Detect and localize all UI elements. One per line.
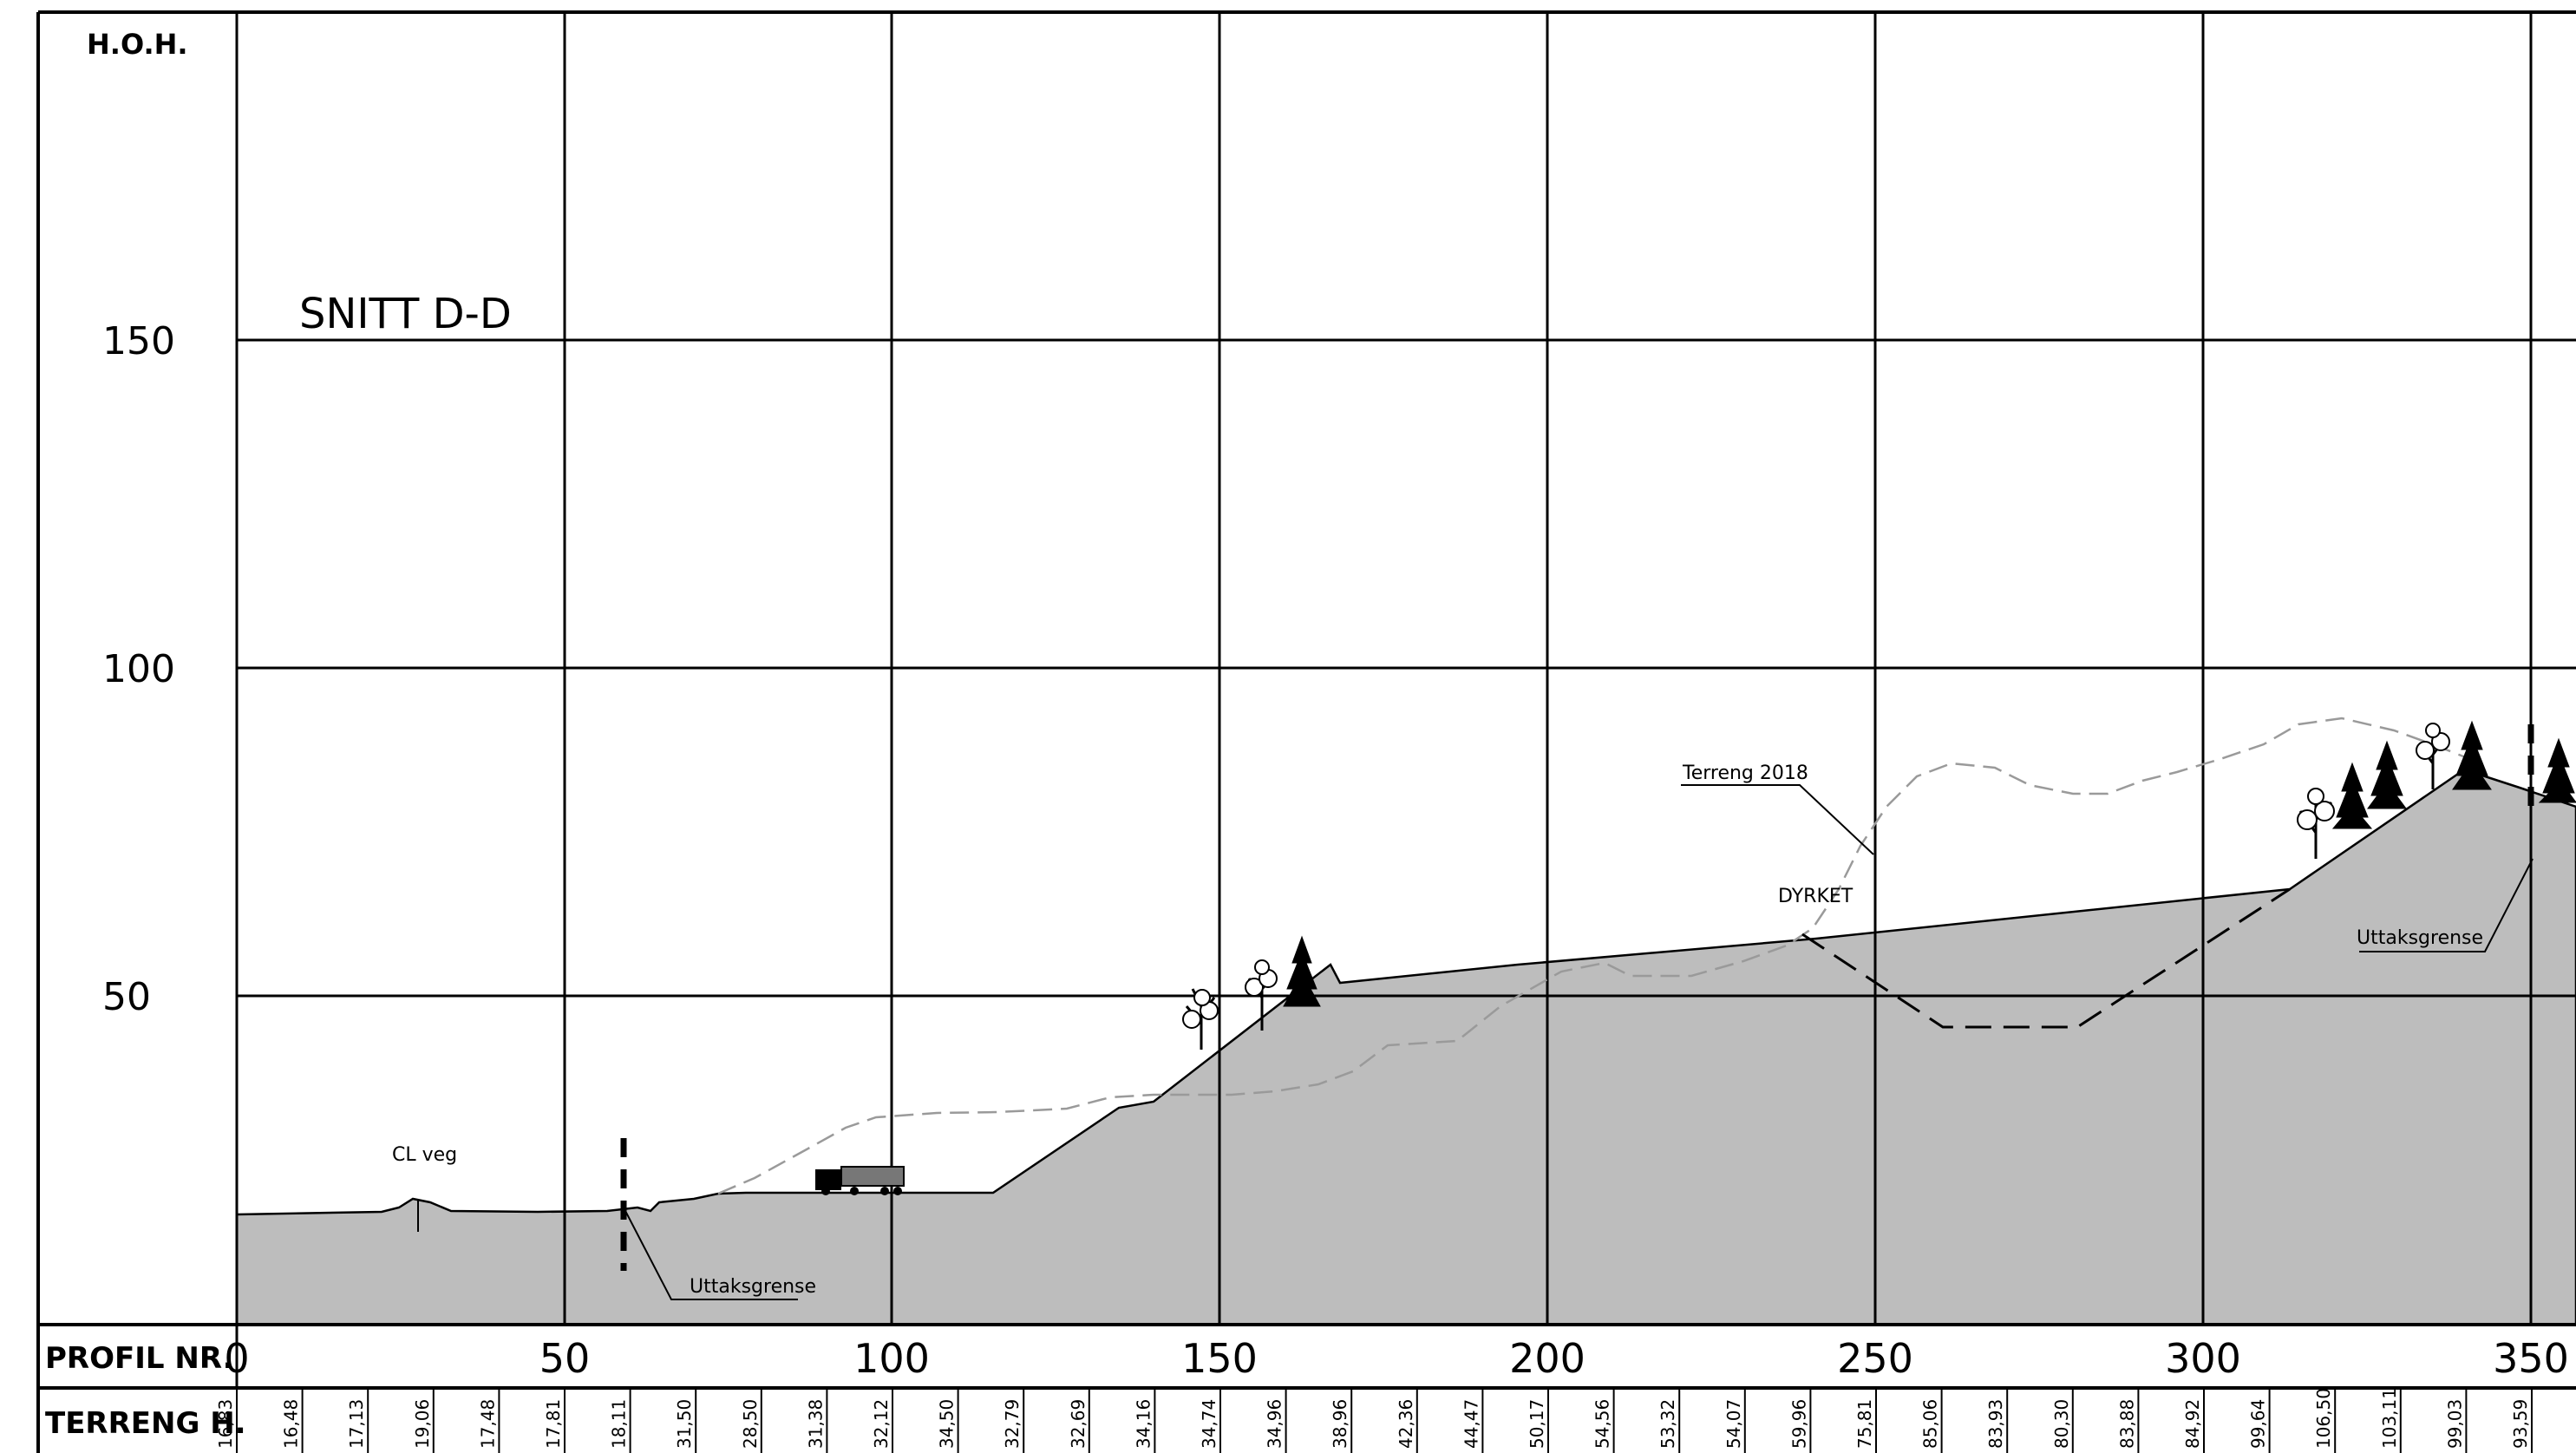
terrain-height-value: 54,07: [1723, 1399, 1744, 1449]
terrain-height-value: 34,50: [937, 1399, 958, 1449]
annotation-uttaksgrense-right: Uttaksgrense: [2357, 927, 2483, 949]
terrain-height-value: 16,83: [215, 1399, 236, 1449]
terrain-height-value: 99,03: [2444, 1399, 2465, 1449]
terrain-2018-line: [717, 717, 2473, 1195]
grid-vertical: [235, 12, 2533, 1388]
terrain-height-value: 83,88: [2116, 1399, 2137, 1449]
terrain-height-value: 85,06: [1920, 1399, 1941, 1449]
terrain-height-value: 106,50: [2313, 1388, 2334, 1449]
row-label-profile: PROFIL NR.: [45, 1341, 234, 1376]
annotation-uttaksgrense-left: Uttaksgrense: [690, 1276, 816, 1298]
terrain-height-value: 28,50: [740, 1399, 761, 1449]
profile-number: 100: [853, 1335, 930, 1382]
terrain-height-value: 93,59: [2510, 1399, 2531, 1449]
terrain-height-value: 34,96: [1265, 1399, 1285, 1449]
terrain-height-value: 32,69: [1068, 1399, 1089, 1449]
terrain-height-value: 103,11: [2379, 1388, 2400, 1449]
tree-icons: [1182, 720, 2576, 1050]
ground-section: [235, 769, 2576, 1326]
elevation-tick-50: 50: [102, 975, 151, 1019]
elevation-tick-150: 150: [102, 319, 175, 363]
profile-number: 200: [1509, 1335, 1585, 1382]
annotation-cl-veg: CL veg: [392, 1144, 457, 1166]
terrain-height-value: 31,38: [805, 1399, 826, 1449]
annotation-terreng-2018: Terreng 2018: [1682, 762, 1808, 784]
terrain-height-value: 32,79: [1002, 1399, 1023, 1449]
terrain-height-value: 34,16: [1133, 1399, 1154, 1449]
annotation-dyrket: DYRKET: [1778, 886, 1854, 907]
section-title: SNITT D-D: [299, 290, 512, 338]
grid-horizontal: [237, 338, 2576, 998]
terrain-height-row: 16,83 16,48 17,13 19,06 17,48 17,81 18,11 31,50…: [215, 1388, 2533, 1453]
terrain-height-value: 31,50: [674, 1399, 695, 1449]
profile-number: 0: [224, 1335, 249, 1382]
terrain-height-value: 17,13: [346, 1399, 367, 1449]
terrain-height-value: 42,36: [1396, 1399, 1416, 1449]
profile-number: 250: [1837, 1335, 1913, 1382]
excavation-line: [1801, 887, 2291, 1029]
elevation-tick-100: 100: [102, 647, 175, 691]
profile-number: 150: [1181, 1335, 1258, 1382]
terrain-height-value: 34,74: [1199, 1399, 1219, 1449]
terrain-height-value: 50,17: [1527, 1399, 1547, 1449]
terrain-height-value: 17,48: [477, 1399, 498, 1449]
terrain-height-value: 54,56: [1592, 1399, 1613, 1449]
terrain-height-value: 38,96: [1330, 1399, 1350, 1449]
frame: [36, 10, 2576, 1453]
terrain-height-value: 53,32: [1657, 1399, 1678, 1449]
terrain-height-value: 18,11: [609, 1399, 630, 1449]
terrain-height-value: 19,06: [412, 1399, 433, 1449]
profile-number: 350: [2493, 1335, 2569, 1382]
terrain-height-value: 84,92: [2182, 1399, 2203, 1449]
terrain-height-value: 59,96: [1788, 1399, 1809, 1449]
profile-numbers: 0 50 100 150 200 250 300 350: [224, 1335, 2569, 1382]
terrain-height-value: 17,81: [543, 1399, 564, 1449]
terrain-height-value: 75,81: [1854, 1399, 1875, 1449]
terrain-height-value: 44,47: [1461, 1399, 1481, 1449]
profile-number: 300: [2165, 1335, 2241, 1382]
profile-number: 50: [539, 1335, 591, 1382]
terrain-height-value: 83,93: [1985, 1399, 2006, 1449]
vertical-unit-label: H.O.H.: [87, 28, 188, 61]
row-label-terrain: TERRENG H.: [45, 1406, 246, 1441]
terrain-height-value: 80,30: [2051, 1399, 2072, 1449]
truck-icon: [815, 1166, 905, 1195]
terrain-height-value: 99,64: [2248, 1399, 2269, 1449]
terrain-height-value: 16,48: [281, 1399, 302, 1449]
leader-lines: [417, 784, 2534, 1300]
terrain-height-value: 32,12: [871, 1399, 892, 1449]
